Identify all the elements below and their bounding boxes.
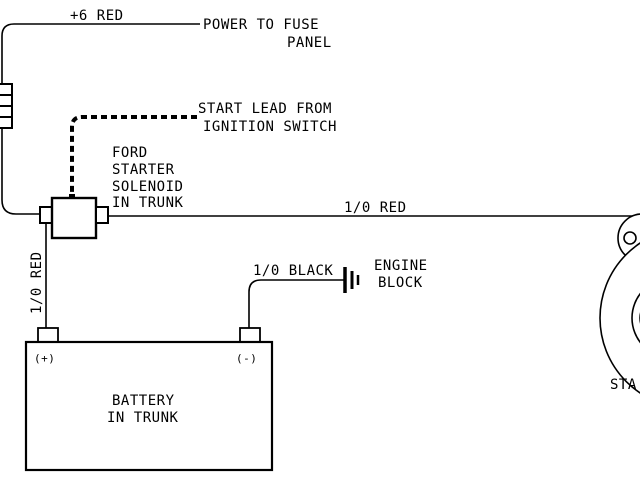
engine-block-label-line1: ENGINE [374,258,428,274]
starter-solenoid [39,194,109,240]
ground-symbol-icon [343,267,360,293]
battery-negative-label: (-) [236,352,257,365]
battery-positive-label: (+) [34,352,55,365]
solenoid-label-line3: SOLENOID [112,179,183,195]
vertical-cable-label: 1/0 RED [29,251,45,314]
engine-block-label-line2: BLOCK [378,275,423,291]
start-lead-wire [70,115,197,198]
solenoid-label-line4: IN TRUNK [112,195,184,211]
main-cable-label: 1/0 RED [344,200,407,216]
power-fuse-label-line2: PANEL [287,35,332,51]
ground-cable [248,279,346,328]
battery-label-line2: IN TRUNK [107,410,179,426]
start-lead-label-line1: START LEAD FROM [198,101,332,117]
starter-motor [599,213,640,394]
ground-cable-label: 1/0 BLACK [253,263,333,279]
battery-label-line1: BATTERY [112,393,175,409]
power-fuse-label-line1: POWER TO FUSE [203,17,319,33]
left-connector [0,83,13,129]
start-lead-label-line2: IGNITION SWITCH [203,119,337,135]
wire-6-red-label: +6 RED [70,8,124,24]
starter-label-partial: STA [610,377,637,393]
battery [24,327,274,472]
solenoid-label-line1: FORD [112,145,148,161]
solenoid-label-line2: STARTER [112,162,175,178]
